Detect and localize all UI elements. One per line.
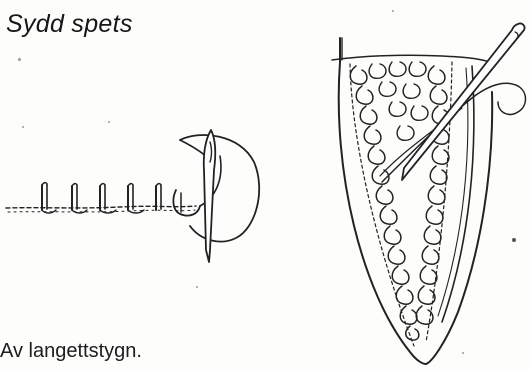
scan-speck xyxy=(108,121,110,123)
blanket-stitch-drawing xyxy=(0,110,280,270)
scan-speck xyxy=(512,238,516,242)
section-title: Sydd spets xyxy=(6,10,133,39)
scan-speck xyxy=(22,126,24,128)
caption-text: Av langettstygn. xyxy=(0,340,142,363)
lace-point-drawing xyxy=(322,2,531,368)
scan-speck xyxy=(462,352,464,354)
lace-point-illustration xyxy=(322,2,531,368)
scan-speck xyxy=(18,58,21,61)
blanket-stitch-illustration xyxy=(0,110,280,270)
scan-speck xyxy=(392,10,394,12)
scan-speck xyxy=(196,286,198,288)
